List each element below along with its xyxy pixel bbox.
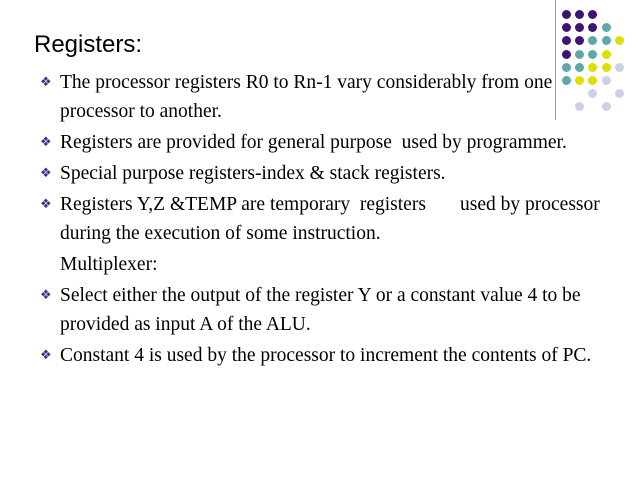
list-item: ❖ Select either the output of the regist… <box>34 281 600 339</box>
decorative-dot <box>575 10 585 19</box>
decorative-dot <box>614 89 624 99</box>
slide-body: ❖ The processor registers R0 to Rn-1 var… <box>34 68 600 372</box>
list-item-text: Constant 4 is used by the processor to i… <box>60 345 592 366</box>
decorative-dot <box>601 76 611 85</box>
list-item-text: Registers Y,Z &TEMP are temporary regist… <box>60 194 610 244</box>
list-item: ❖ Registers Y,Z &TEMP are temporary regi… <box>34 190 600 248</box>
decorative-dot <box>601 36 611 46</box>
list-item: ❖ Constant 4 is used by the processor to… <box>34 341 600 370</box>
subheading-row: Multiplexer: <box>34 250 600 279</box>
decorative-dot <box>588 36 598 46</box>
decorative-dot <box>601 49 611 59</box>
decorative-dot <box>614 62 624 72</box>
list-item-text: The processor registers R0 to Rn-1 vary … <box>60 72 558 122</box>
section-subheading: Multiplexer: <box>60 254 158 275</box>
diamond-bullet-icon: ❖ <box>40 166 52 181</box>
list-item-text: Special purpose registers-index & stack … <box>60 163 446 184</box>
page-title: Registers: <box>34 31 143 58</box>
list-item: ❖ Special purpose registers-index & stac… <box>34 159 600 188</box>
decorative-dot <box>601 102 611 112</box>
diamond-bullet-icon: ❖ <box>40 288 52 303</box>
decorative-dot <box>588 49 598 59</box>
decorative-dot <box>562 10 571 19</box>
decorative-dot <box>588 10 598 19</box>
list-item: ❖ The processor registers R0 to Rn-1 var… <box>34 68 600 126</box>
diamond-bullet-icon: ❖ <box>40 197 52 212</box>
decorative-dot <box>614 36 624 46</box>
decorative-dot <box>562 49 571 59</box>
decorative-dot <box>575 23 585 33</box>
decorative-dot <box>588 23 598 33</box>
decorative-dot <box>601 23 611 33</box>
decorative-dot <box>601 62 611 72</box>
decorative-dot <box>562 36 571 46</box>
diamond-bullet-icon: ❖ <box>40 348 52 363</box>
diamond-bullet-icon: ❖ <box>40 75 52 90</box>
list-item-text: Registers are provided for general purpo… <box>60 132 567 153</box>
list-item: ❖ Registers are provided for general pur… <box>34 128 600 157</box>
decorative-dot <box>575 36 585 46</box>
decorative-dot <box>562 23 571 33</box>
decorative-dot <box>575 49 585 59</box>
list-item-text: Select either the output of the register… <box>60 285 586 335</box>
diamond-bullet-icon: ❖ <box>40 135 52 150</box>
